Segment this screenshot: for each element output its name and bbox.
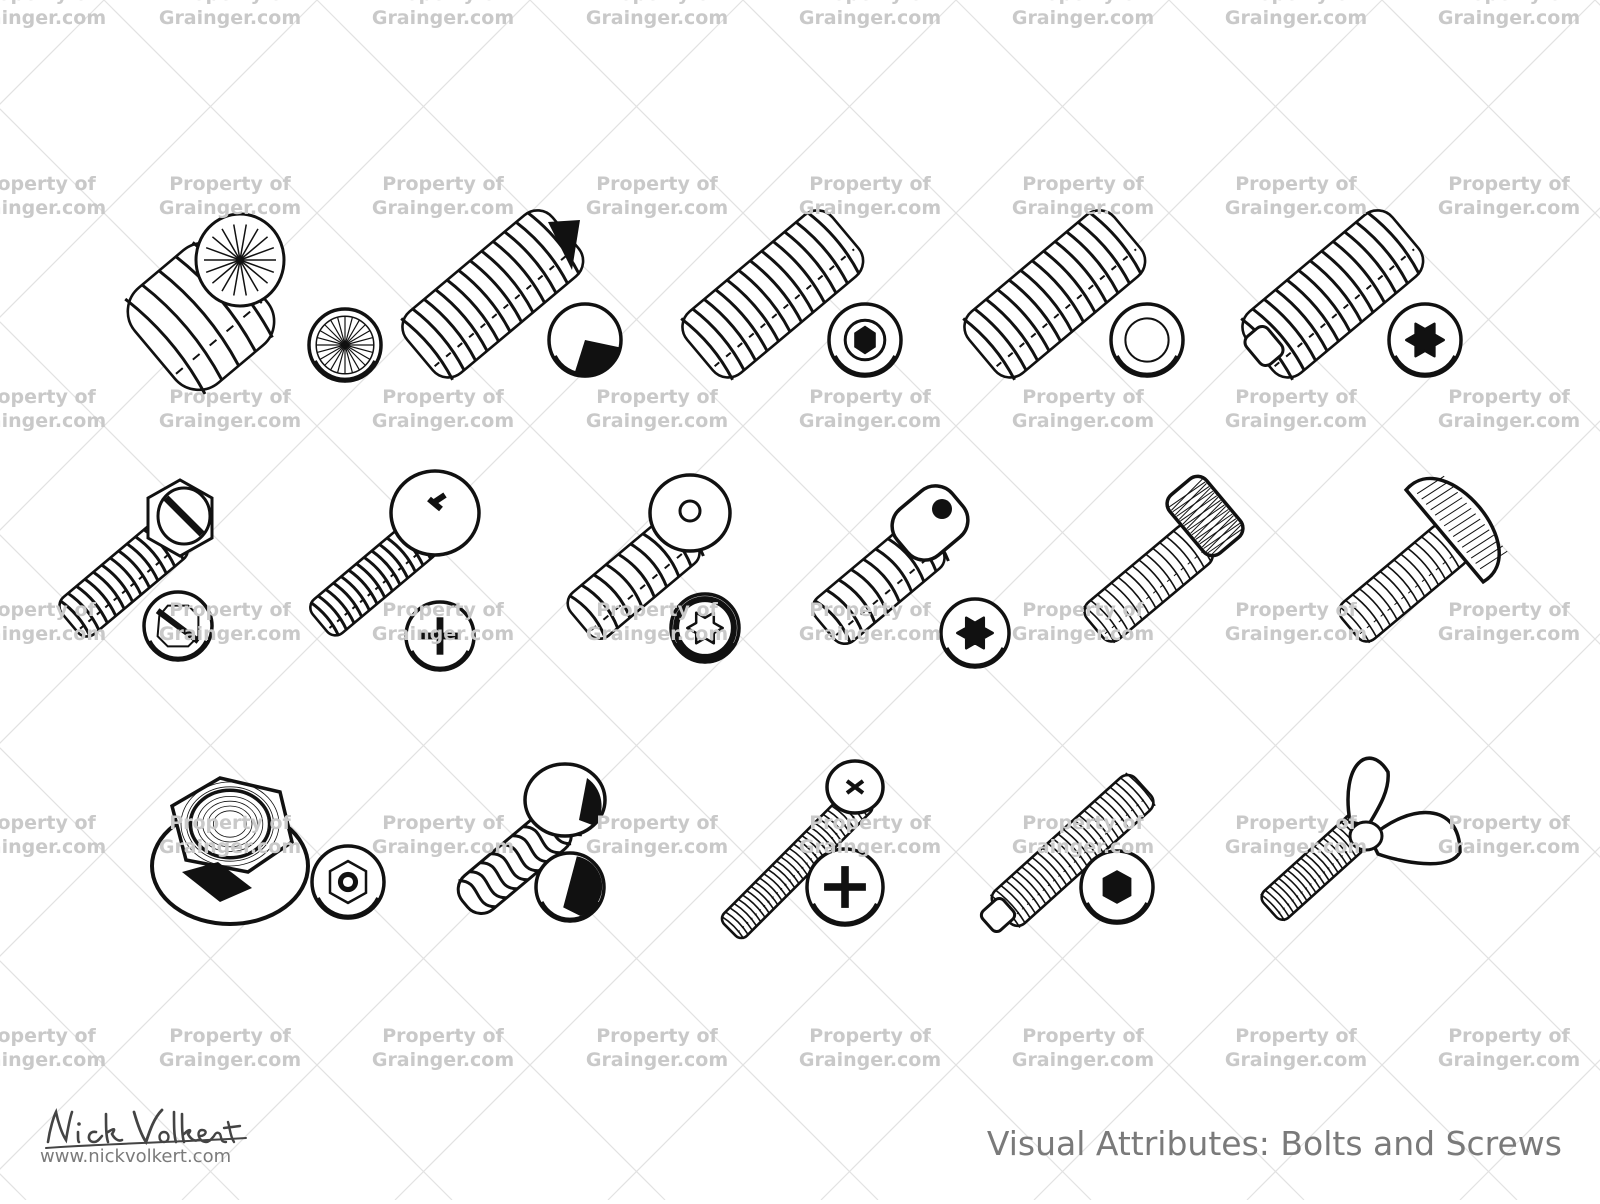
threaded-shank <box>720 786 874 940</box>
slotted-hex-washer-head-screw-body <box>58 478 214 638</box>
set-screw-flat-point <box>962 209 1185 381</box>
carriage-bolt <box>1338 475 1508 644</box>
set-screw-cup-point-body <box>124 212 286 395</box>
drive-pin-body <box>456 762 607 915</box>
socket-set-screw-dog-point <box>979 772 1156 934</box>
website-url: www.nickvolkert.com <box>40 1146 232 1167</box>
torx-cheese-head-screw-body <box>811 484 970 646</box>
torx-pan-head-thread-forming-screw-body <box>566 473 732 641</box>
end-view-ring <box>1109 302 1185 378</box>
end-view-half <box>547 302 623 378</box>
drive-pin <box>456 762 607 923</box>
phillips-pan-head-screw-body <box>309 469 481 637</box>
knurled-thumb-screw-body <box>1083 474 1245 644</box>
set-screw-dog-point-torx <box>1240 209 1463 381</box>
end-view-phillips <box>404 600 476 672</box>
hex-flange-nut <box>150 776 386 926</box>
threaded-shank <box>400 209 585 381</box>
phillips-long-machine-screw <box>720 759 885 940</box>
wing-screw <box>1260 756 1462 922</box>
end-view-hex <box>1079 849 1155 925</box>
set-screw-cone-point <box>400 209 623 381</box>
set-screw-oval-point-body <box>680 209 865 381</box>
knurled-thumb-screw <box>1083 474 1245 644</box>
end-view-nut <box>310 844 386 920</box>
threaded-shank <box>1260 812 1377 922</box>
phillips-pan-head-screw <box>309 469 481 672</box>
end-view-ring-socket <box>827 302 903 378</box>
end-view-phillips <box>805 847 885 927</box>
set-screw-cup-point <box>124 212 383 395</box>
threaded-shank <box>962 209 1147 381</box>
set-screw-flat-point-body <box>962 209 1147 381</box>
threaded-shank <box>680 209 865 381</box>
set-screw-dog-point-torx-body <box>1240 209 1425 381</box>
end-view-torx-dark <box>669 592 741 664</box>
end-view-torx <box>939 597 1011 669</box>
end-view-torx <box>1387 302 1463 378</box>
torx-cheese-head-screw <box>811 484 1011 669</box>
page-title: Visual Attributes: Bolts and Screws <box>986 1124 1562 1163</box>
wing-screw-body <box>1260 756 1462 922</box>
hex-flange-nut-body <box>150 776 310 926</box>
carriage-bolt-body <box>1338 475 1508 644</box>
phillips-long-machine-screw-body <box>720 759 885 940</box>
set-screw-cone-point-body <box>400 209 585 381</box>
end-view-slot <box>142 590 214 662</box>
signature-logo <box>40 1098 250 1168</box>
end-view-dome <box>534 851 606 923</box>
torx-pan-head-thread-forming-screw <box>566 473 741 664</box>
slotted-hex-washer-head-screw <box>58 478 214 662</box>
set-screw-oval-point <box>680 209 903 381</box>
end-view-star-knurl <box>307 307 383 383</box>
threaded-shank <box>1083 523 1215 644</box>
